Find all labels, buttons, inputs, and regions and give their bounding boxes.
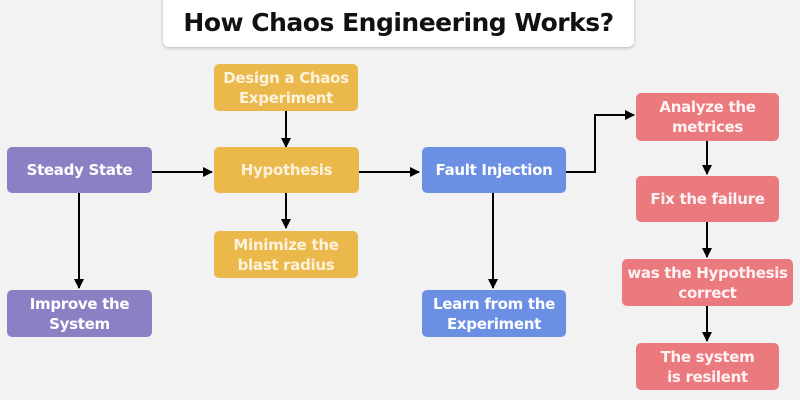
node-minimize-blast-radius: Minimize the blast radius — [214, 231, 358, 278]
node-fault-injection: Fault Injection — [422, 147, 566, 193]
node-label: was the Hypothesis correct — [627, 263, 788, 302]
node-label: Improve the System — [29, 294, 130, 333]
node-label: Fault Injection — [435, 161, 553, 179]
node-fix-failure: Fix the failure — [636, 176, 779, 222]
node-label: The system is resilent — [660, 347, 755, 386]
node-steady-state: Steady State — [7, 147, 152, 193]
node-learn-experiment: Learn from the Experiment — [422, 290, 566, 337]
node-label: Steady State — [26, 161, 133, 179]
diagram-title: How Chaos Engineering Works? — [183, 8, 614, 37]
edge-fault-to-analyze — [566, 110, 635, 173]
node-label: Analyze the metrices — [659, 98, 756, 136]
node-analyze-metrics: Analyze the metrices — [636, 93, 779, 141]
node-system-resilient: The system is resilent — [636, 343, 779, 390]
title-banner: How Chaos Engineering Works? — [163, 0, 634, 47]
node-hypothesis-correct: was the Hypothesis correct — [622, 259, 793, 306]
node-label: Minimize the blast radius — [233, 235, 339, 274]
node-design-experiment: Design a Chaos Experiment — [214, 64, 358, 111]
node-hypothesis: Hypothesis — [214, 147, 359, 193]
node-label: Learn from the Experiment — [432, 294, 556, 333]
node-improve-system: Improve the System — [7, 290, 152, 337]
node-label: Fix the failure — [650, 190, 765, 208]
node-label: Hypothesis — [240, 161, 333, 179]
node-label: Design a Chaos Experiment — [223, 68, 349, 107]
